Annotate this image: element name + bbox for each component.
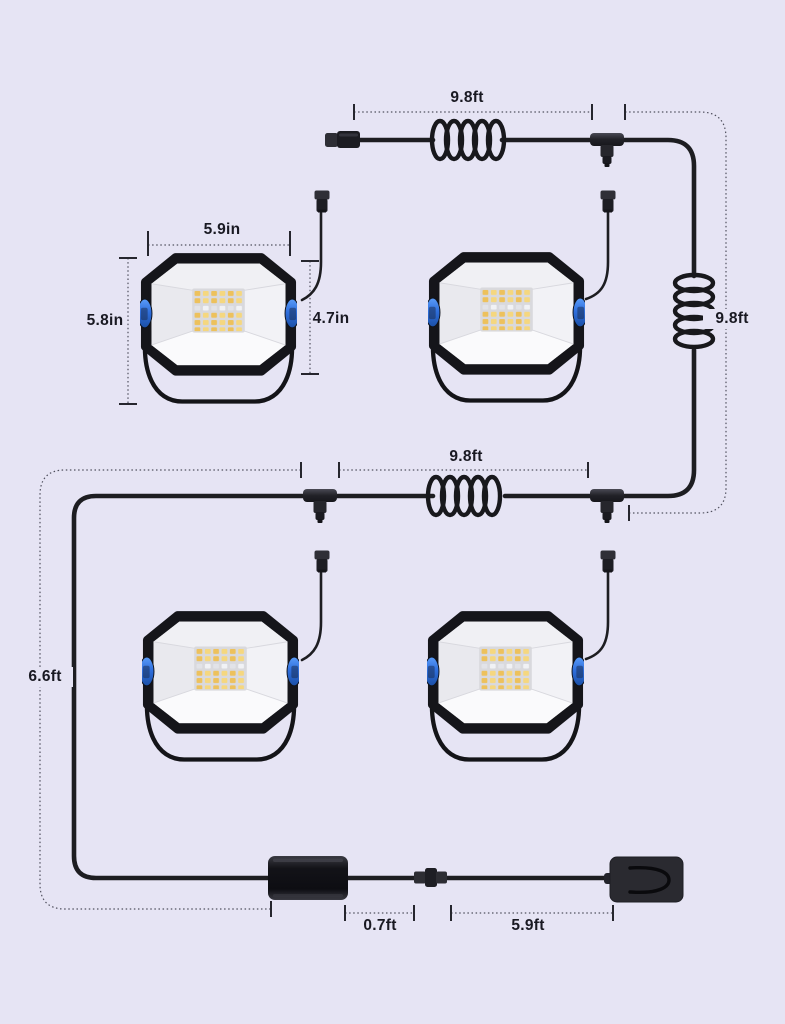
dimension-label-light-width: 5.9in bbox=[203, 221, 241, 238]
inline-connector-icon bbox=[414, 868, 447, 887]
dimension-label-left-cable: 6.6ft bbox=[17, 667, 73, 687]
dimension-label-light-height: 5.8in bbox=[86, 312, 124, 329]
t-connector-icon-middle-left bbox=[303, 489, 337, 523]
dimension-line-left-cable bbox=[39, 469, 301, 910]
dimension-label-middle-cable: 9.8ft bbox=[449, 448, 483, 465]
dimension-label-top-cable: 9.8ft bbox=[450, 89, 484, 106]
dimension-label-light-body-height: 4.7in bbox=[312, 310, 350, 327]
plug-connector-icon-2 bbox=[600, 190, 616, 213]
floodlight-3 bbox=[140, 615, 308, 760]
floodlight-4 bbox=[425, 615, 593, 760]
coiled-cable-middle bbox=[425, 474, 503, 518]
plug-connector-icon-1 bbox=[314, 190, 330, 213]
plug-connector-icon-4 bbox=[600, 550, 616, 573]
power-adapter-icon bbox=[268, 856, 348, 900]
ac-plug-icon bbox=[604, 856, 684, 903]
floodlight-1 bbox=[138, 257, 306, 402]
dimension-label-adapter-to-connector: 0.7ft bbox=[363, 917, 397, 934]
light-drop-cables bbox=[300, 211, 610, 662]
dimension-lines bbox=[39, 111, 727, 914]
floodlight-2 bbox=[426, 256, 594, 401]
dimension-label-connector-to-plug: 5.9ft bbox=[511, 917, 545, 934]
coiled-cable-top bbox=[429, 118, 507, 162]
main-cables bbox=[71, 137, 697, 881]
dimension-ticks bbox=[119, 104, 630, 921]
dimension-label-right-cable: 9.8ft bbox=[703, 309, 761, 329]
t-connector-icon-top bbox=[590, 133, 624, 167]
male-connector-icon bbox=[325, 131, 360, 148]
t-connector-icon-middle-right bbox=[590, 489, 624, 523]
plug-connector-icon-3 bbox=[314, 550, 330, 573]
